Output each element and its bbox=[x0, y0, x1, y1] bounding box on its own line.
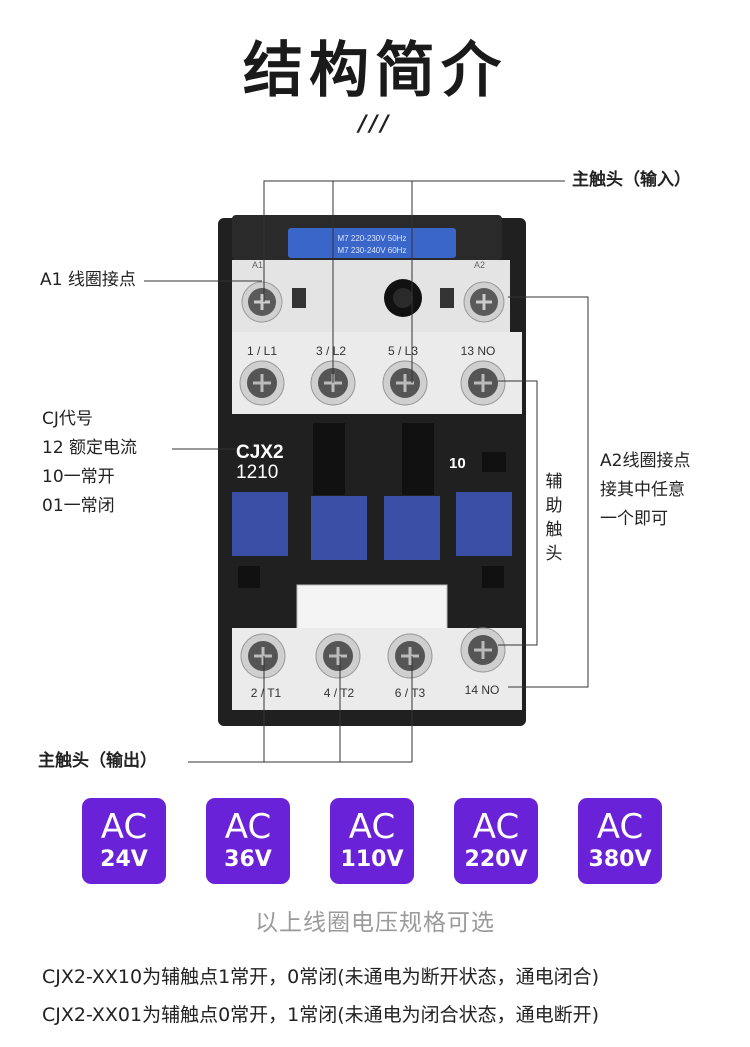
voltage-value: 220V bbox=[464, 847, 528, 872]
leader-a2 bbox=[508, 296, 589, 688]
bottom-screw-14no bbox=[460, 627, 506, 673]
bottom-screw-t1 bbox=[240, 633, 286, 679]
cj-code-line-4: 01一常闭 bbox=[42, 496, 115, 516]
title-decoration: /// bbox=[358, 112, 392, 137]
voltage-value: 380V bbox=[588, 847, 652, 872]
top-terminal-label-l3: 5 / L3 bbox=[388, 344, 418, 358]
a2-coil-line-1: A2线圈接点 bbox=[600, 451, 691, 471]
cj-code-line-2: 12 额定电流 bbox=[42, 438, 138, 458]
note-normally-closed: CJX2-XX01为辅触点0常开，1常闭(未通电为闭合状态，通电断开) bbox=[42, 1004, 600, 1026]
aux-char-3: 触 bbox=[545, 520, 563, 540]
voltage-type: AC bbox=[596, 807, 644, 847]
a2-screw bbox=[463, 281, 505, 323]
label-main-input: 主触头（输入） bbox=[572, 170, 691, 190]
label-a2-coil: A2线圈接点 接其中任意 一个即可 bbox=[600, 447, 690, 534]
label-a1-coil: A1 线圈接点 bbox=[40, 270, 136, 290]
voltage-subtitle: 以上线圈电压规格可选 bbox=[255, 910, 495, 936]
voltage-badge-36v: AC 36V bbox=[206, 798, 290, 884]
top-terminal-label-13no: 13 NO bbox=[461, 344, 496, 358]
voltage-badge-110v: AC 110V bbox=[330, 798, 414, 884]
label-aux-contact: 辅 助 触 头 bbox=[544, 470, 564, 566]
leader-main-input bbox=[263, 180, 565, 383]
voltage-value: 24V bbox=[100, 847, 148, 872]
cj-code-line-3: 10一常开 bbox=[42, 467, 115, 487]
label-cj-code: CJ代号 12 额定电流 10一常开 01一常闭 bbox=[42, 405, 137, 521]
voltage-type: AC bbox=[100, 807, 148, 847]
bottom-terminal-label-t2: 4 / T2 bbox=[324, 686, 355, 700]
bottom-terminal-label-t3: 6 / T3 bbox=[395, 686, 426, 700]
voltage-value: 110V bbox=[340, 847, 404, 872]
a1-screw bbox=[241, 281, 283, 323]
bottom-screw-t3 bbox=[387, 633, 433, 679]
top-terminal-label-l1: 1 / L1 bbox=[247, 344, 277, 358]
leader-main-output bbox=[188, 656, 413, 763]
a1-mark: A1 bbox=[252, 260, 263, 270]
voltage-type: AC bbox=[224, 807, 272, 847]
voltage-type: AC bbox=[472, 807, 520, 847]
note-normally-open: CJX2-XX10为辅触点1常开，0常闭(未通电为断开状态，通电闭合) bbox=[42, 966, 600, 988]
bottom-terminal-label-14no: 14 NO bbox=[465, 683, 500, 697]
model-line2: 1210 bbox=[236, 462, 278, 483]
voltage-badge-220v: AC 220V bbox=[454, 798, 538, 884]
bottom-terminal-label-t1: 2 / T1 bbox=[251, 686, 282, 700]
page-title: 结构简介 bbox=[243, 36, 507, 106]
cj-code-line-1: CJ代号 bbox=[42, 409, 93, 429]
center-button bbox=[384, 279, 422, 317]
voltage-badge-24v: AC 24V bbox=[82, 798, 166, 884]
coil-label-plate bbox=[288, 228, 456, 258]
model-line1: CJX2 bbox=[236, 442, 284, 463]
blue-button-1 bbox=[232, 492, 288, 556]
a2-mark: A2 bbox=[474, 260, 485, 270]
leader-aux bbox=[498, 380, 538, 646]
voltage-value: 36V bbox=[224, 847, 272, 872]
blue-button-2 bbox=[311, 496, 367, 560]
blue-button-4 bbox=[456, 492, 512, 556]
voltage-type: AC bbox=[348, 807, 396, 847]
bottom-screw-t2 bbox=[315, 633, 361, 679]
leader-lines bbox=[144, 180, 589, 763]
top-screw-l1 bbox=[239, 360, 285, 406]
top-terminal-label-l2: 3 / L2 bbox=[316, 344, 346, 358]
aux-char-4: 头 bbox=[545, 544, 563, 564]
blue-button-3 bbox=[384, 496, 440, 560]
coil-label-line2: M7 230-240V 60Hz bbox=[338, 246, 407, 255]
coil-label-line1: M7 220-230V 50Hz bbox=[338, 234, 407, 243]
aux-code: 10 bbox=[449, 455, 466, 472]
aux-char-1: 辅 bbox=[545, 472, 563, 492]
top-screw-l3 bbox=[382, 360, 428, 406]
top-screw-13no bbox=[460, 360, 506, 406]
a2-coil-line-3: 一个即可 bbox=[600, 509, 668, 529]
voltage-options: AC 24V AC 36V AC 110V AC 220V AC 380V bbox=[82, 798, 662, 884]
a2-coil-line-2: 接其中任意 bbox=[600, 480, 685, 500]
contactor-illustration: M7 220-230V 50Hz M7 230-240V 60Hz A1 A2 … bbox=[144, 180, 589, 763]
label-main-output: 主触头（输出） bbox=[38, 751, 157, 771]
aux-char-2: 助 bbox=[545, 496, 563, 516]
voltage-badge-380v: AC 380V bbox=[578, 798, 662, 884]
